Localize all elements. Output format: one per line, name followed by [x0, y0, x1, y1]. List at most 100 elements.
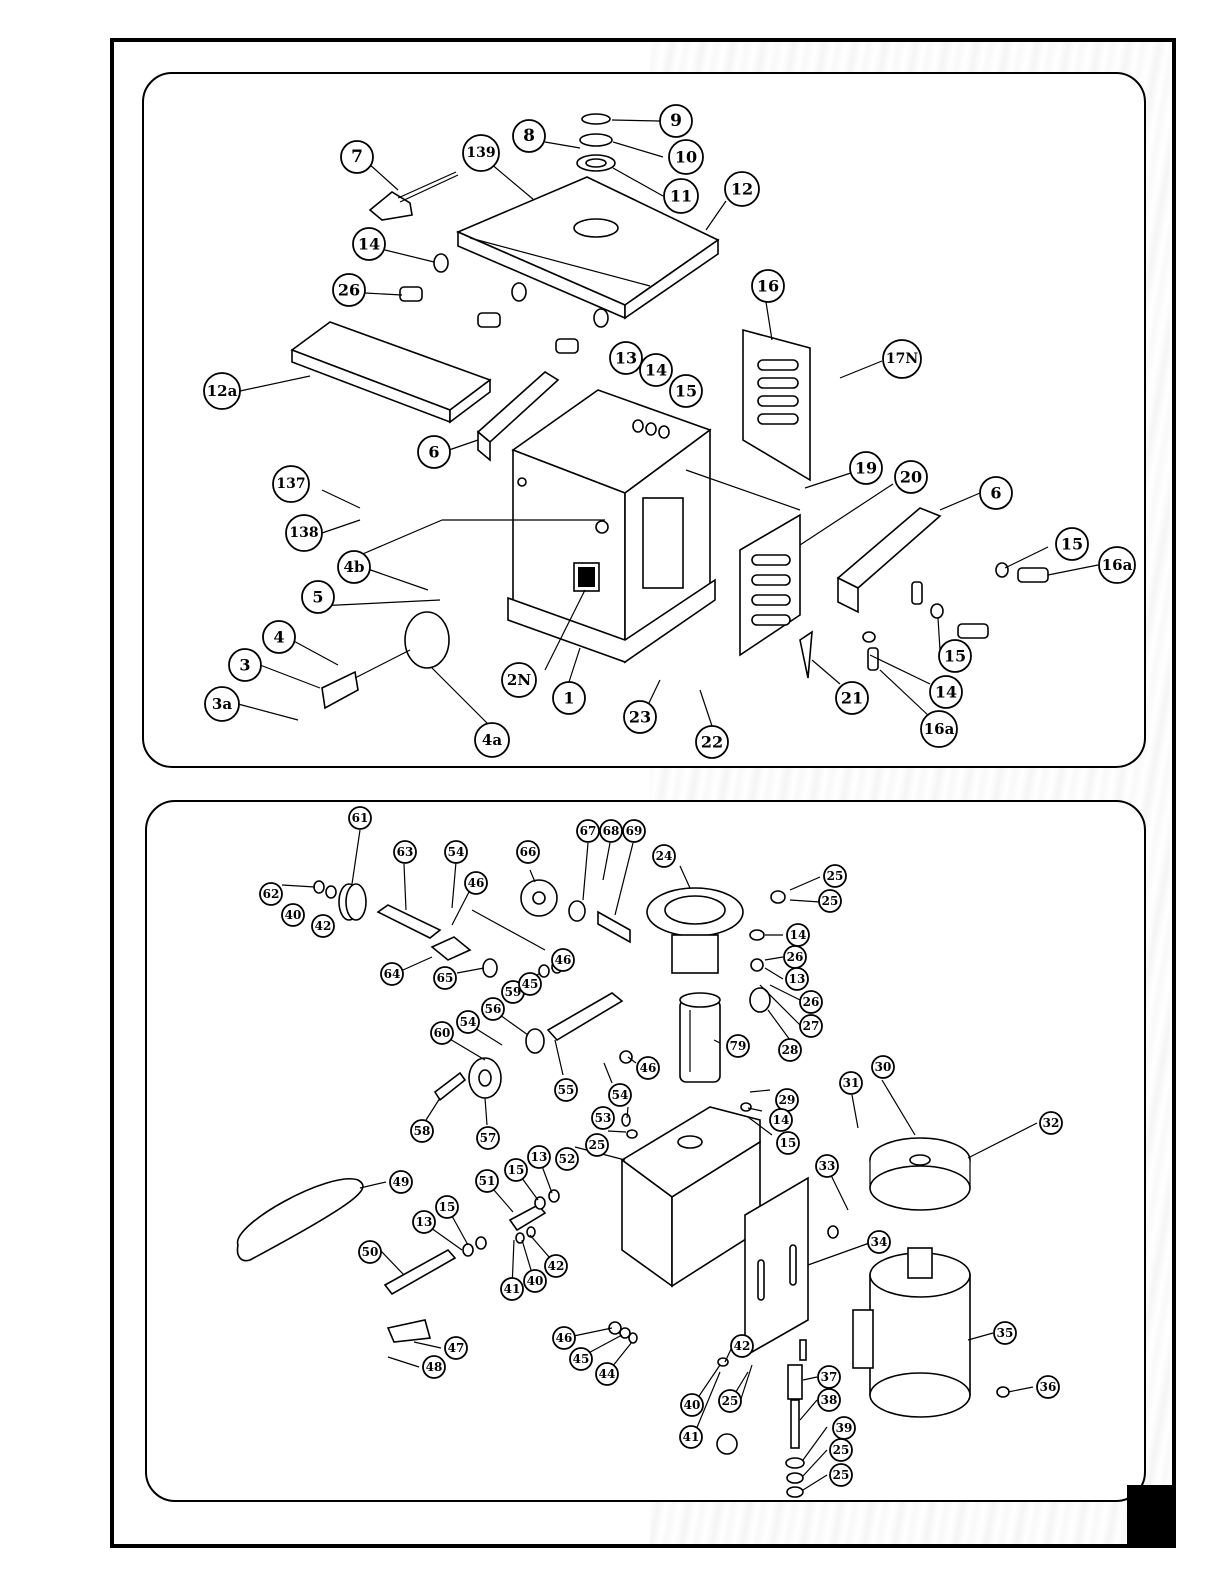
svg-text:6: 6: [428, 443, 439, 462]
svg-text:5: 5: [312, 588, 323, 607]
callout-6-b: 6: [979, 476, 1013, 510]
callout-52: 52: [555, 1147, 579, 1171]
handwheel-57: [468, 1057, 502, 1099]
callout-25-d: 25: [718, 1389, 742, 1413]
svg-text:25: 25: [827, 869, 844, 883]
callout-41-a: 41: [500, 1277, 524, 1301]
callout-17n: 17N: [882, 339, 922, 379]
callout-41-b: 41: [679, 1425, 703, 1449]
callout-11: 11: [663, 178, 699, 214]
svg-text:4a: 4a: [482, 731, 502, 749]
svg-text:25: 25: [822, 894, 839, 908]
callout-62: 62: [259, 882, 283, 906]
callout-25-e: 25: [829, 1438, 853, 1462]
table-insert-rings: [576, 113, 616, 172]
svg-text:12a: 12a: [207, 382, 238, 400]
callout-14-c: 14: [929, 675, 963, 709]
svg-text:137: 137: [276, 476, 305, 492]
callout-3: 3: [228, 648, 262, 682]
svg-text:79: 79: [730, 1039, 747, 1053]
callout-46-a: 46: [464, 871, 488, 895]
table-top: [455, 176, 720, 320]
guide-sleeve-79: [679, 992, 721, 1083]
sprocket-66: [520, 879, 558, 917]
svg-text:65: 65: [437, 971, 454, 985]
svg-text:22: 22: [701, 733, 723, 752]
svg-text:69: 69: [626, 824, 643, 838]
callout-40-a: 40: [281, 903, 305, 927]
miter-gauge: [368, 171, 459, 221]
svg-text:41: 41: [683, 1430, 700, 1444]
callout-54-c: 54: [608, 1083, 632, 1107]
svg-text:13: 13: [615, 349, 637, 368]
callout-46-c: 46: [636, 1056, 660, 1080]
callout-69: 69: [622, 819, 646, 843]
callout-14-d: 14: [786, 923, 810, 947]
motor-pulley-32: [869, 1137, 971, 1211]
svg-text:14: 14: [645, 361, 667, 380]
handwheel-61: [338, 883, 367, 921]
svg-text:63: 63: [397, 845, 414, 859]
cabinet-stand: [507, 389, 716, 664]
callout-13-d: 13: [527, 1145, 551, 1169]
callout-42-c: 42: [730, 1334, 754, 1358]
callout-19: 19: [849, 451, 883, 485]
callout-64: 64: [380, 962, 404, 986]
svg-text:29: 29: [779, 1093, 796, 1107]
side-door-front: [739, 513, 801, 657]
callout-13-a: 13: [609, 341, 643, 375]
callout-26: 26: [332, 273, 366, 307]
svg-text:34: 34: [871, 1235, 888, 1249]
svg-text:15: 15: [1061, 535, 1083, 554]
callout-40-c: 40: [680, 1393, 704, 1417]
svg-text:27: 27: [803, 1019, 820, 1033]
svg-text:16: 16: [757, 277, 779, 296]
callout-7: 7: [340, 140, 374, 174]
svg-text:41: 41: [504, 1282, 521, 1296]
svg-text:46: 46: [556, 1331, 573, 1345]
callout-13-b: 13: [785, 967, 809, 991]
svg-text:48: 48: [426, 1360, 443, 1374]
svg-text:7: 7: [351, 147, 363, 167]
callout-12a: 12a: [203, 372, 241, 410]
callout-46-b: 46: [551, 948, 575, 972]
callout-15-e: 15: [435, 1195, 459, 1219]
svg-text:55: 55: [558, 1083, 575, 1097]
svg-text:26: 26: [803, 995, 820, 1009]
svg-text:52: 52: [559, 1152, 576, 1166]
callout-25-f: 25: [829, 1463, 853, 1487]
svg-text:25: 25: [589, 1138, 606, 1152]
svg-text:46: 46: [555, 953, 572, 967]
callout-139: 139: [462, 134, 500, 172]
svg-text:60: 60: [434, 1026, 451, 1040]
callout-15-d: 15: [776, 1131, 800, 1155]
svg-text:56: 56: [485, 1002, 502, 1016]
svg-text:50: 50: [362, 1245, 379, 1259]
side-door-right: [742, 328, 811, 482]
mount-plate-34: [744, 1176, 809, 1358]
svg-text:40: 40: [684, 1398, 701, 1412]
callout-65: 65: [433, 966, 457, 990]
svg-text:66: 66: [520, 845, 537, 859]
svg-text:54: 54: [612, 1088, 629, 1102]
motor-unit: [321, 611, 450, 710]
lever-47: [386, 1319, 432, 1343]
bearing-housing-24: [646, 887, 744, 974]
svg-text:15: 15: [675, 382, 697, 401]
callout-2n: 2N: [501, 662, 537, 698]
callout-13-c: 13: [412, 1210, 436, 1234]
hub-64-65: [430, 936, 498, 978]
svg-text:37: 37: [821, 1370, 838, 1384]
svg-text:25: 25: [722, 1394, 739, 1408]
svg-text:1: 1: [563, 689, 574, 708]
motor-35: [852, 1247, 971, 1418]
callout-25-a: 25: [823, 864, 847, 888]
callout-53: 53: [591, 1106, 615, 1130]
svg-text:139: 139: [466, 145, 495, 161]
svg-text:14: 14: [358, 235, 380, 254]
svg-text:14: 14: [935, 683, 957, 702]
svg-text:9: 9: [670, 111, 682, 131]
callout-1: 1: [552, 681, 586, 715]
svg-text:24: 24: [656, 849, 673, 863]
callout-4a: 4a: [474, 722, 510, 758]
